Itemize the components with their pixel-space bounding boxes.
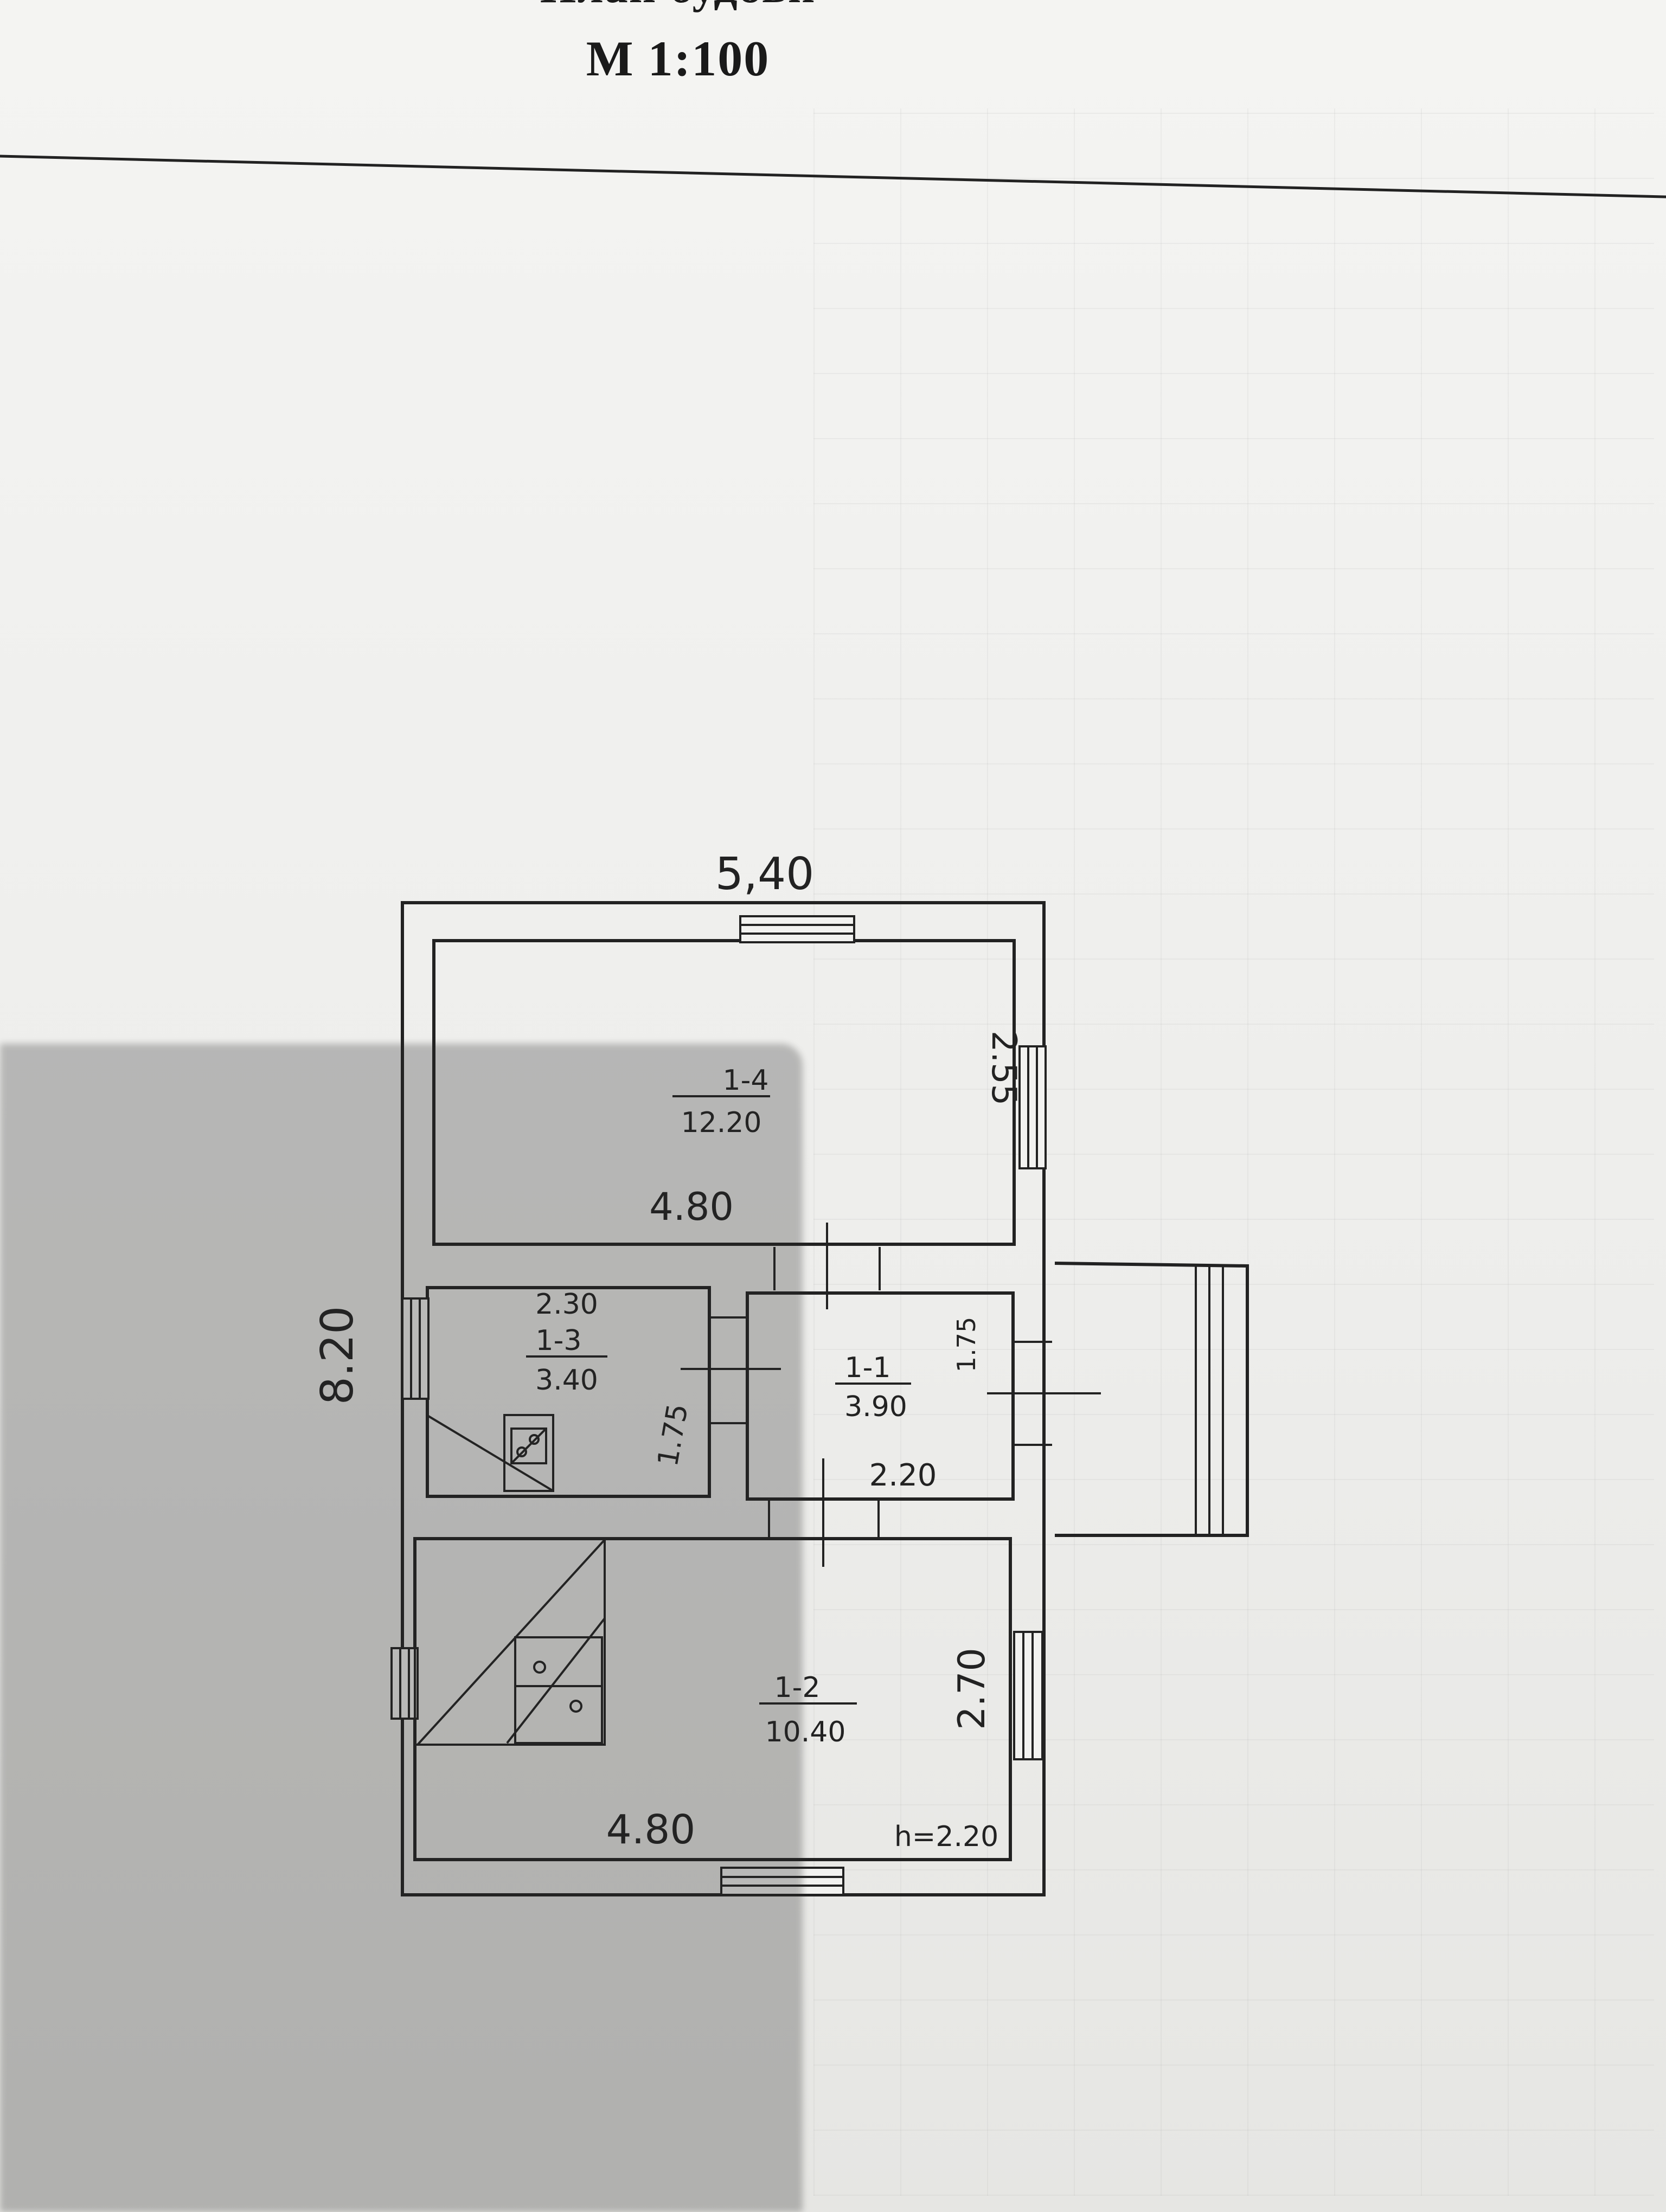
room-1-2-depth-dim: 2.70 <box>951 1648 994 1729</box>
room-1-1-width-dim: 2.20 <box>869 1458 937 1493</box>
room-1-1-area: 3.90 <box>844 1391 907 1423</box>
stove-small <box>427 1414 554 1492</box>
door-1-1-to-porch <box>987 1341 1101 1446</box>
room-1-2-id: 1-2 <box>774 1671 821 1704</box>
porch-steps <box>1195 1266 1224 1535</box>
room-1-1-id: 1-1 <box>845 1352 891 1384</box>
room-1-2-area: 10.40 <box>765 1716 846 1748</box>
door-1-4-to-1-1 <box>773 1223 881 1309</box>
room-1-4-width-dim: 4.80 <box>649 1185 734 1229</box>
room-1-4-area: 12.20 <box>681 1107 762 1139</box>
window-right-upper <box>1018 1045 1047 1169</box>
overall-length-dim: 8.20 <box>312 1306 363 1405</box>
window-right-lower <box>1013 1631 1043 1760</box>
door-1-3-to-1-1 <box>681 1316 781 1424</box>
window-left-lower <box>390 1647 419 1720</box>
door-1-1-to-1-2 <box>768 1458 880 1567</box>
room-1-3-id: 1-3 <box>536 1324 582 1357</box>
room-1-1-outline <box>746 1291 1015 1501</box>
room-1-2-width-dim: 4.80 <box>606 1806 696 1853</box>
room-1-4-depth-dim: 2.55 <box>984 1031 1024 1105</box>
room-1-3-area: 3.40 <box>535 1364 598 1397</box>
room-1-4-outline <box>432 939 1016 1246</box>
faint-grid-background <box>813 108 1654 2196</box>
ceiling-height-label: h=2.20 <box>894 1821 998 1853</box>
window-left-mid <box>401 1297 430 1400</box>
room-1-4-id: 1-4 <box>723 1064 769 1097</box>
overall-width-dim: 5,40 <box>715 848 815 900</box>
window-top <box>739 915 855 943</box>
room-1-3-width-dim: 2.30 <box>535 1288 598 1321</box>
photo-shadow <box>0 1044 803 2212</box>
room-1-1-depth-dim: 1.75 <box>952 1317 981 1372</box>
window-bottom <box>720 1867 844 1896</box>
porch-outline <box>1054 1262 1249 1537</box>
plan-title: План будови <box>0 0 1356 14</box>
plan-scale: М 1:100 <box>586 31 770 86</box>
stove-large <box>414 1538 606 1746</box>
